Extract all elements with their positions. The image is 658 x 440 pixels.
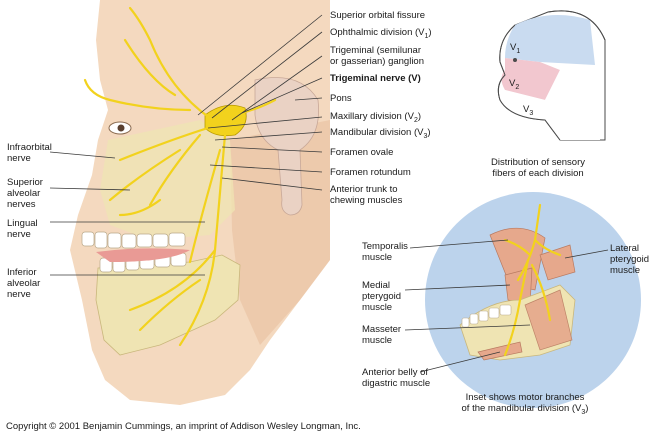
sensory-inset-head xyxy=(497,10,606,141)
label-lateral-pterygoid-line1: Lateral xyxy=(610,243,640,254)
label-inferior-alveolar-line1: Inferior xyxy=(7,267,37,278)
label-trigeminal-nerve: Trigeminal nerve (V) xyxy=(330,73,421,84)
leader-lines xyxy=(49,14,609,373)
v2-region xyxy=(501,58,560,100)
label-lingual-line1: Lingual xyxy=(7,218,38,229)
v3-region xyxy=(500,65,600,140)
label-motor-caption-line2: of the mandibular division (V3) xyxy=(461,403,589,416)
label-inferior-alveolar-line2: alveolar xyxy=(7,278,41,289)
label-v1-region: V1 xyxy=(510,42,521,55)
label-v2-region: V2 xyxy=(509,78,520,91)
digastric-muscle xyxy=(477,341,523,361)
masseter-muscle xyxy=(524,289,573,351)
motor-inset xyxy=(425,192,641,408)
label-anterior-trunk-line2: chewing muscles xyxy=(330,195,403,206)
maxilla-bone xyxy=(100,120,235,240)
inset-lower-teeth xyxy=(461,304,512,328)
label-infraorbital-line2: nerve xyxy=(7,153,31,164)
label-medial-pterygoid-line1: Medial xyxy=(362,280,390,291)
label-superior-alveolar-line3: nerves xyxy=(7,199,36,210)
label-anterior-trunk-line1: Anterior trunk to xyxy=(330,184,398,195)
head-illustration xyxy=(70,0,330,405)
label-masseter-line2: muscle xyxy=(362,335,393,346)
label-masseter-line1: Masseter xyxy=(362,324,402,335)
label-pons: Pons xyxy=(330,93,352,104)
label-infraorbital-line1: Infraorbital xyxy=(7,142,52,153)
sensory-eye xyxy=(513,58,517,62)
label-lingual-line2: nerve xyxy=(7,229,31,240)
label-superior-alveolar-line2: alveolar xyxy=(7,188,41,199)
label-inferior-alveolar-line3: nerve xyxy=(7,289,31,300)
label-trigeminal-ganglion-line2: or gasserian) ganglion xyxy=(330,56,425,67)
label-sensory-caption-line1: Distribution of sensory xyxy=(491,157,585,168)
label-v3-region: V3 xyxy=(523,104,534,117)
label-medial-pterygoid-line2: pterygoid xyxy=(362,291,402,302)
label-lateral-pterygoid-line2: pterygoid xyxy=(610,254,650,265)
tongue xyxy=(96,248,190,262)
label-digastric-line1: Anterior belly of xyxy=(362,367,429,378)
upper-teeth xyxy=(81,231,186,249)
label-sensory-caption-line2: fibers of each division xyxy=(492,168,584,179)
label-maxillary-division: Maxillary division (V2) xyxy=(330,111,422,124)
label-medial-pterygoid-line3: muscle xyxy=(362,302,393,313)
label-temporalis-line2: muscle xyxy=(362,252,393,263)
pupil xyxy=(117,124,125,132)
label-superior-alveolar-line1: Superior xyxy=(7,177,43,188)
pons xyxy=(254,77,319,216)
label-mandibular-division: Mandibular division (V3) xyxy=(330,127,431,140)
label-digastric-line2: digastric muscle xyxy=(362,378,431,389)
label-motor-caption-line1: Inset shows motor branches xyxy=(465,392,585,403)
nerve-branches xyxy=(83,6,277,347)
face-shadow xyxy=(230,120,330,345)
label-foramen-ovale: Foramen ovale xyxy=(330,147,394,158)
label-foramen-rotundum: Foramen rotundum xyxy=(330,167,411,178)
label-ophthalmic-division: Ophthalmic division (V1) xyxy=(330,27,432,40)
copyright-notice: Copyright © 2001 Benjamin Cummings, an i… xyxy=(6,421,361,432)
label-trigeminal-ganglion-line1: Trigeminal (semilunar xyxy=(330,45,421,56)
label-superior-orbital-fissure: Superior orbital fissure xyxy=(330,10,426,21)
v1-region xyxy=(505,15,595,65)
label-temporalis-line1: Temporalis xyxy=(362,241,408,252)
lateral-pterygoid-muscle xyxy=(539,244,576,281)
label-lateral-pterygoid-line3: muscle xyxy=(610,265,641,276)
sensory-head-profile xyxy=(497,10,606,141)
